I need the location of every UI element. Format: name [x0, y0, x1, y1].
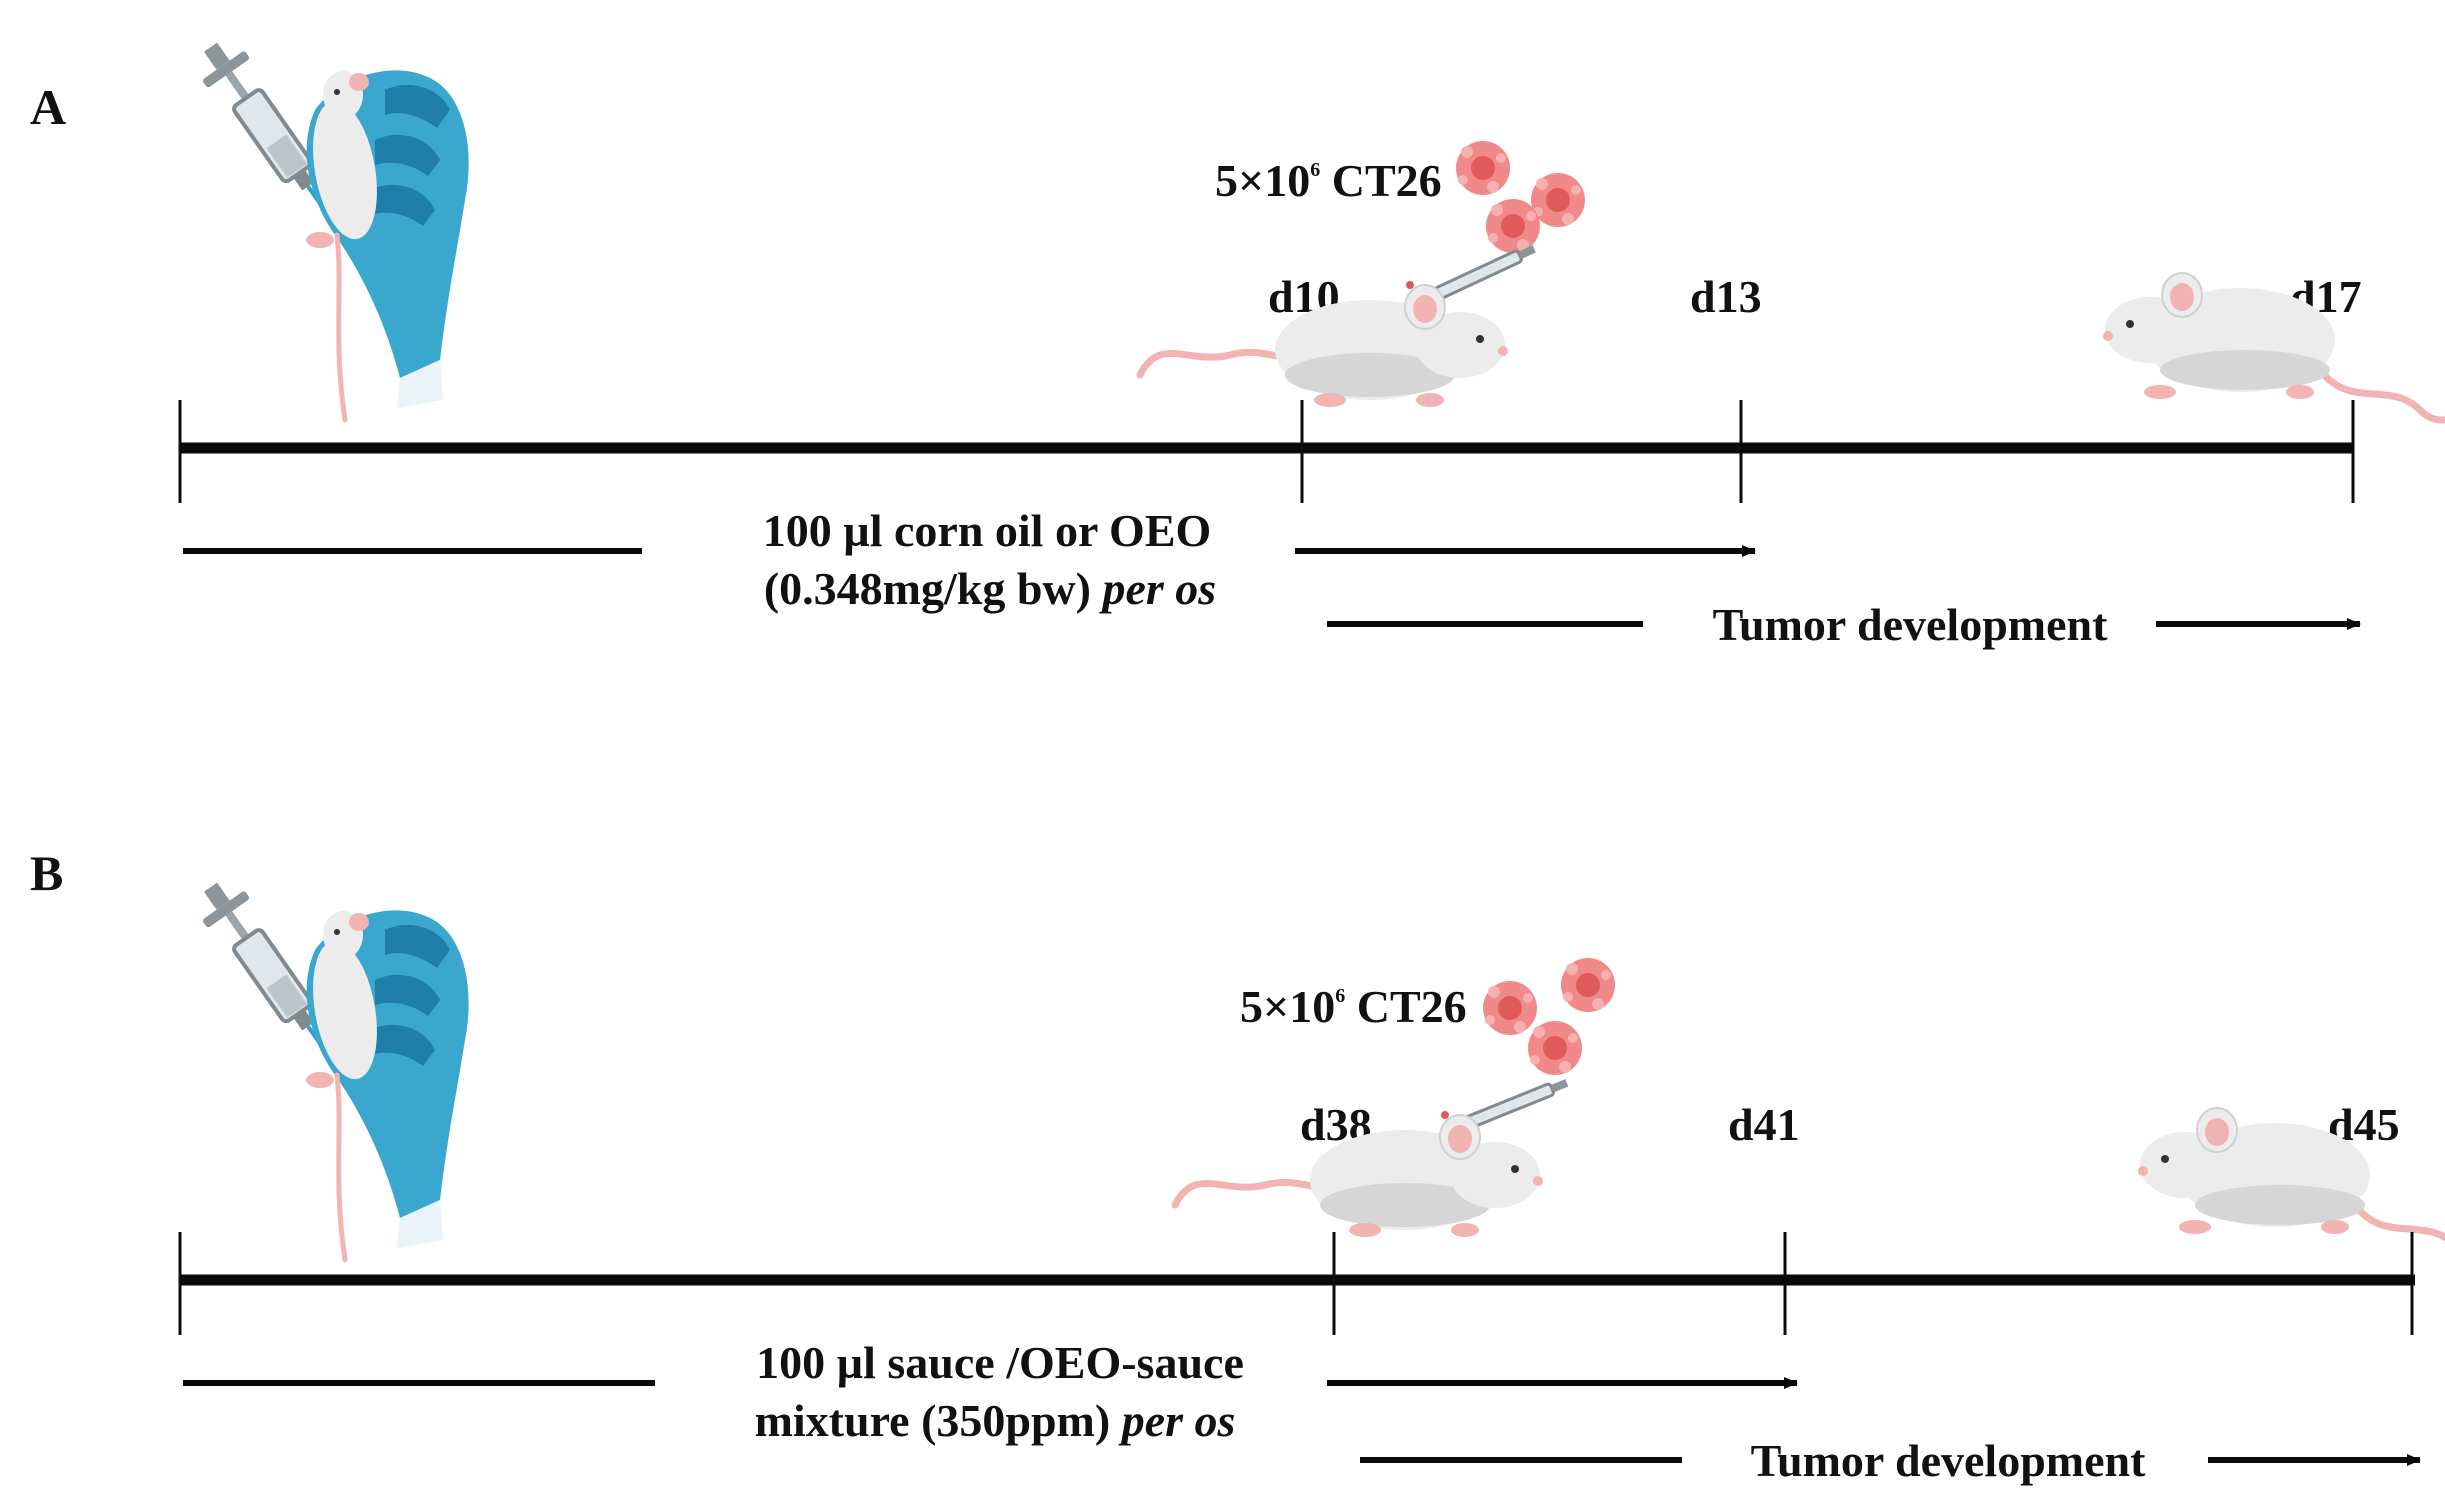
day-label-mid: d41	[1728, 1099, 1800, 1150]
panel-b: B 5×106 CT26 d38 d41 d45 100 µl sauce /O…	[30, 845, 2445, 1486]
tumor-cell-icon	[1561, 958, 1615, 1012]
tumor-development-label: Tumor development	[1751, 1435, 2147, 1486]
cell-dose-label: 5×106 CT26	[1215, 155, 1442, 206]
treatment-label-line1: 100 µl corn oil or OEO	[763, 505, 1212, 556]
day-label-mid: d13	[1690, 271, 1762, 322]
treatment-label-line2: mixture (350ppm) per os	[755, 1395, 1236, 1446]
tumor-cell-icon	[1528, 1021, 1582, 1075]
cell-dose-label: 5×106 CT26	[1240, 981, 1467, 1032]
tumor-cell-icon	[1456, 141, 1510, 195]
panel-label: A	[30, 79, 66, 135]
treatment-label-line2: (0.348mg/kg bw) per os	[764, 563, 1216, 614]
gloved-hand-icon	[303, 70, 468, 420]
panel-label: B	[30, 845, 63, 901]
treatment-label-line1: 100 µl sauce /OEO-sauce	[756, 1337, 1244, 1388]
tumor-cell-icon	[1531, 173, 1585, 227]
tumor-cell-icon	[1486, 199, 1540, 253]
gloved-hand-icon	[303, 910, 468, 1260]
panel-a: A 5×106 CT26 d10 d13 d17 100 µl corn oil…	[30, 30, 2445, 650]
mouse-icon	[2103, 273, 2445, 420]
tumor-development-label: Tumor development	[1713, 599, 2109, 650]
tumor-cell-icon	[1483, 981, 1537, 1035]
